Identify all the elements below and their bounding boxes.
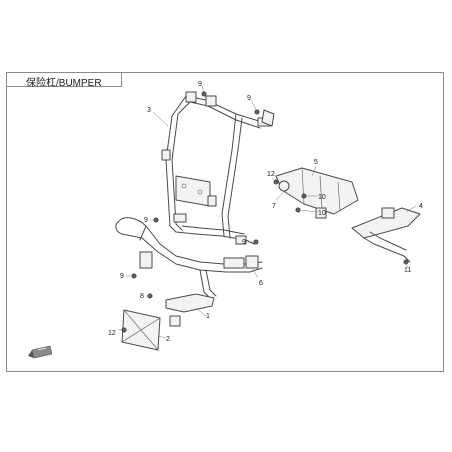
callout-9-bumper: 9 — [120, 273, 124, 280]
fasteners — [121, 91, 409, 333]
title-box — [6, 72, 122, 87]
winch-bracket — [275, 167, 359, 219]
bolt-9-upper-right — [254, 109, 260, 115]
callout-12-right: 12 — [267, 171, 275, 178]
bolt-12-left — [121, 327, 127, 333]
callout-10-a: 10 — [318, 194, 326, 201]
upper-bumper-frame — [161, 91, 275, 245]
callout-11: 11 — [404, 267, 411, 274]
callout-3: 3 — [147, 107, 151, 114]
bolt-9-bumper — [131, 273, 137, 279]
callout-2: 2 — [166, 336, 170, 343]
bolt-10b — [301, 193, 307, 199]
callout-numbers: 3 9 9 9 9 9 8 6 5 4 12 7 10 10 11 1 2 12 — [108, 81, 423, 343]
callout-9-upper-right: 9 — [247, 95, 251, 102]
callout-9-lower: 9 — [242, 239, 246, 246]
callout-9-top: 9 — [198, 81, 202, 88]
callout-1: 1 — [206, 313, 210, 320]
callout-10-b: 10 — [318, 210, 326, 217]
direction-arrow-icon — [28, 345, 53, 359]
diagram-frame — [6, 72, 444, 372]
callout-6: 6 — [259, 280, 263, 287]
callout-7: 7 — [272, 203, 276, 210]
diagram-title: 保险杠/BUMPER — [26, 78, 102, 89]
plate-bracket — [121, 309, 181, 351]
leader-lines — [118, 85, 417, 339]
callout-12-left: 12 — [108, 330, 116, 337]
bolt-10 — [295, 207, 301, 213]
callout-8: 8 — [140, 293, 144, 300]
bolt-11 — [403, 259, 409, 265]
bolt-9-lower — [253, 239, 259, 245]
callout-4: 4 — [419, 203, 423, 210]
bolt-9-top — [201, 91, 207, 97]
callout-9-left: 9 — [144, 217, 148, 224]
front-bumper-tube — [115, 217, 263, 313]
side-mount-bracket — [351, 207, 421, 263]
callout-5: 5 — [314, 159, 318, 166]
